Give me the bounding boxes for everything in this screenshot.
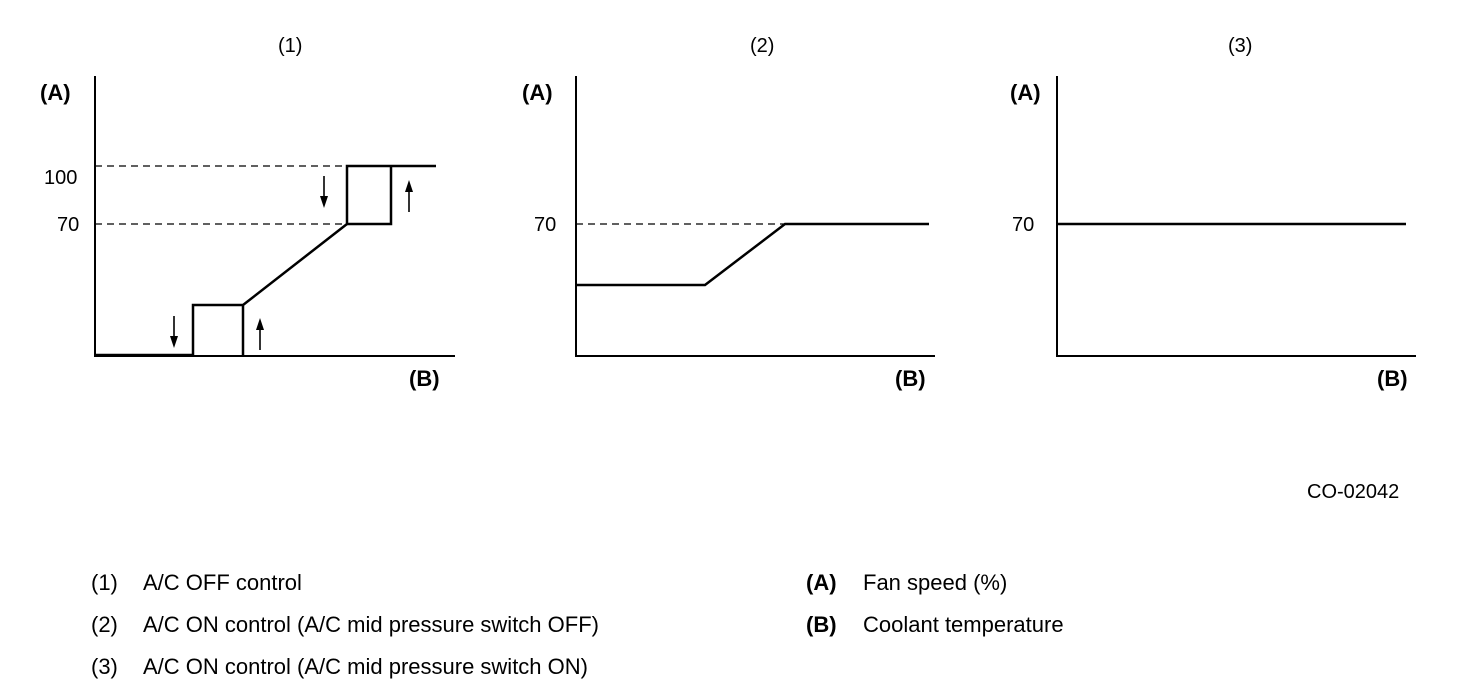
panel-1-title: (1) [278, 35, 303, 57]
panel-1 [94, 76, 455, 357]
panel-3-tick-70: 70 [1012, 214, 1035, 236]
panel-1-up-arrow-upper-head [405, 180, 413, 192]
legend-item-1: (1) A/C OFF control [91, 570, 302, 596]
legend-key-b-text: Coolant temperature [863, 612, 1064, 637]
legend-item-2: (2) A/C ON control (A/C mid pressure swit… [91, 612, 599, 638]
panel-2 [575, 76, 935, 357]
panel-2-x-label: (B) [895, 366, 926, 391]
panel-1-x-label: (B) [409, 366, 440, 391]
panel-2-tick-70: 70 [534, 214, 557, 236]
panel-1-tick-70: 70 [57, 214, 80, 236]
legend-item-3-text: A/C ON control (A/C mid pressure switch … [143, 654, 588, 679]
panel-2-y-label: (A) [522, 80, 553, 105]
legend-item-2-number: (2) [91, 612, 118, 637]
legend-item-1-text: A/C OFF control [143, 570, 302, 595]
panel-3-x-label: (B) [1377, 366, 1408, 391]
panel-1-upper-hysteresis [347, 166, 393, 226]
legend-key-a: (A) Fan speed (%) [806, 570, 1007, 596]
legend-item-2-text: A/C ON control (A/C mid pressure switch … [143, 612, 599, 637]
panel-3-title: (3) [1228, 35, 1253, 57]
legend-item-1-number: (1) [91, 570, 118, 595]
legend-item-3: (3) A/C ON control (A/C mid pressure swit… [91, 654, 588, 680]
panel-1-down-arrow-upper-head [320, 196, 328, 208]
legend-key-b-label: (B) [806, 612, 837, 637]
legend-item-3-number: (3) [91, 654, 118, 679]
panel-1-down-arrow-lower-head [170, 336, 178, 348]
panel-2-fan-curve [576, 222, 929, 287]
legend-key-a-text: Fan speed (%) [863, 570, 1008, 595]
legend-key-b: (B) Coolant temperature [806, 612, 1064, 638]
panel-1-y-label: (A) [40, 80, 71, 105]
diagram-code: CO-02042 [1307, 481, 1400, 503]
panel-1-tick-100: 100 [44, 167, 78, 189]
panel-3-y-label: (A) [1010, 80, 1041, 105]
panel-1-fan-curve [95, 164, 436, 357]
legend-key-a-label: (A) [806, 570, 837, 595]
panel-1-up-arrow-lower-head [256, 318, 264, 330]
panel-2-title: (2) [750, 35, 775, 57]
panel-3 [1056, 76, 1416, 357]
